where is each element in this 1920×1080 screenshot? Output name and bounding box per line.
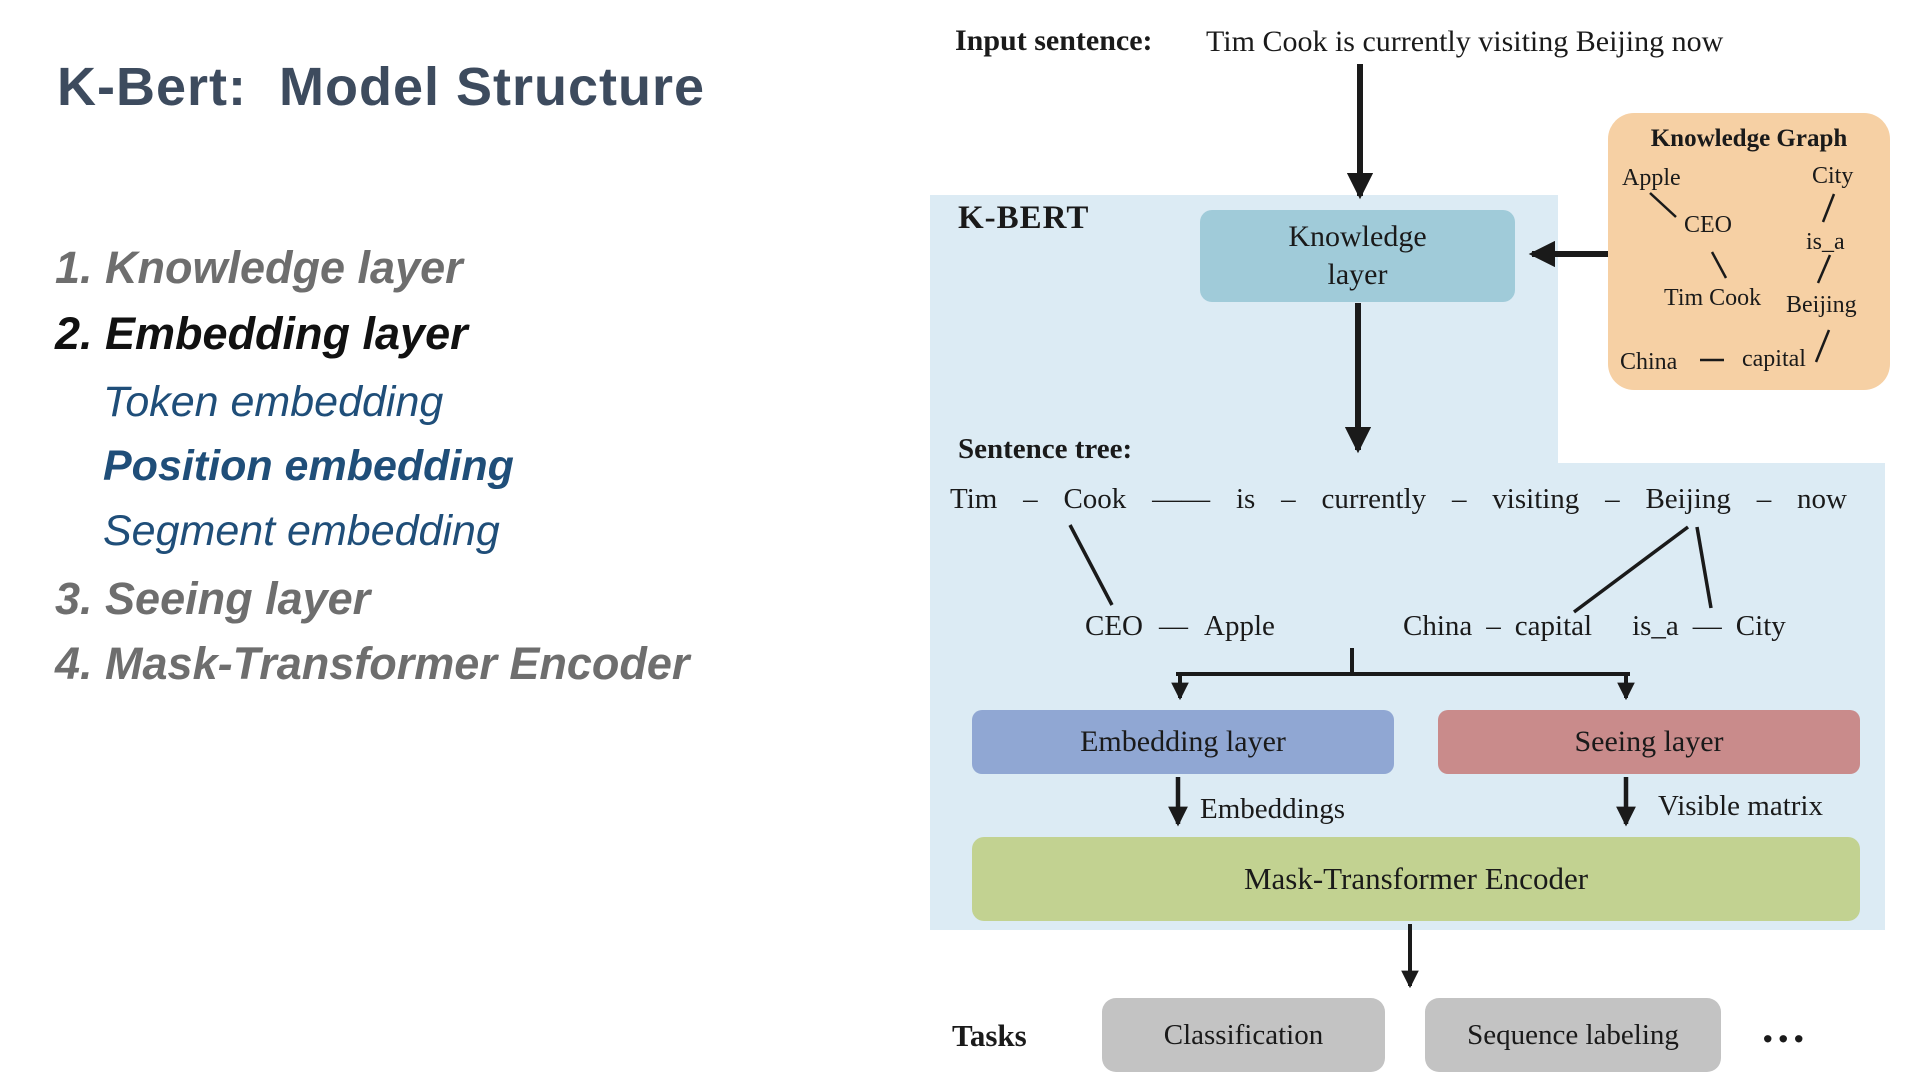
outline-item-segment-embedding: Segment embedding (103, 507, 500, 555)
kg-node-china: China (1620, 349, 1678, 375)
tree-dash: – (1756, 483, 1772, 515)
tree-dash: – (1451, 483, 1467, 515)
embeddings-arrow-label: Embeddings (1200, 793, 1345, 825)
token-tim: Tim (950, 483, 998, 515)
sentence-tree-label: Sentence tree: (958, 433, 1133, 465)
token-is: is (1235, 483, 1256, 515)
branch-node-capital: capital (1514, 610, 1593, 642)
outline-item-token-embedding: Token embedding (103, 378, 444, 426)
kg-node-is-a: is_a (1806, 229, 1845, 255)
visible-matrix-arrow-label: Visible matrix (1658, 790, 1823, 822)
knowledge-layer-line2: layer (1327, 258, 1388, 291)
kg-node-city: City (1812, 163, 1854, 189)
kg-node-ceo: CEO (1684, 212, 1732, 238)
knowledge-layer-box: Knowledge layer (1200, 210, 1515, 302)
outline-item-seeing-layer: 3. Seeing layer (55, 573, 371, 624)
seeing-layer-text: Seeing layer (1574, 725, 1724, 758)
outline-item-knowledge-layer: 1. Knowledge layer (55, 242, 463, 293)
input-sentence-label: Input sentence: (955, 24, 1153, 57)
tree-dash: – (1281, 483, 1296, 515)
tree-dash: —— (1152, 483, 1211, 515)
task-classification-text: Classification (1163, 1018, 1324, 1051)
branch-node-china: China (1403, 610, 1473, 642)
knowledge-layer-line1: Knowledge (1288, 220, 1427, 253)
branch-node-is-a: is_a (1632, 610, 1679, 642)
tree-dash: – (1023, 483, 1038, 515)
tree-dash: — (1159, 610, 1188, 642)
tasks-ellipsis: ... (1762, 1001, 1809, 1052)
branch-ceo-apple: CEO — Apple (1085, 610, 1275, 643)
token-now: now (1797, 483, 1847, 515)
outline-item-mask-transformer: 4. Mask-Transformer Encoder (55, 638, 690, 689)
mask-transformer-encoder-box: Mask-Transformer Encoder (972, 837, 1860, 921)
kbert-label: K-BERT (958, 200, 1090, 236)
tasks-label: Tasks (952, 1018, 1027, 1053)
mask-transformer-encoder-text: Mask-Transformer Encoder (1243, 861, 1589, 896)
branch-node-ceo: CEO (1085, 610, 1143, 642)
knowledge-graph-box: Knowledge Graph Apple City CEO is_a Tim … (1608, 113, 1890, 390)
tree-dash: – (1605, 483, 1620, 515)
outline-item-position-embedding: Position embedding (103, 442, 514, 490)
kg-node-capital: capital (1742, 346, 1806, 372)
task-sequence-labeling-text: Sequence labeling (1467, 1018, 1679, 1051)
sentence-tree-row: Tim – Cook —— is – currently – visiting … (950, 483, 1847, 516)
token-currently: currently (1321, 483, 1427, 515)
token-visiting: visiting (1492, 483, 1580, 515)
outline-item-embedding-layer: 2. Embedding layer (55, 308, 468, 359)
branch-node-city: City (1735, 610, 1786, 642)
tree-dash: — (1692, 610, 1722, 642)
tree-dash: – (1486, 610, 1501, 642)
page-title: K-Bert: Model Structure (57, 57, 706, 117)
knowledge-graph-title: Knowledge Graph (1650, 125, 1848, 152)
input-sentence-text: Tim Cook is currently visiting Beijing n… (1206, 25, 1724, 58)
task-box-classification: Classification (1102, 998, 1385, 1072)
branch-china-capital-city: China – capital is_a — City (1403, 610, 1786, 643)
kg-node-apple: Apple (1622, 165, 1681, 191)
task-box-sequence-labeling: Sequence labeling (1425, 998, 1721, 1072)
kg-node-beijing: Beijing (1786, 292, 1857, 318)
token-beijing: Beijing (1645, 483, 1731, 515)
embedding-layer-text: Embedding layer (1080, 725, 1286, 758)
branch-node-apple: Apple (1204, 610, 1275, 642)
embedding-layer-box: Embedding layer (972, 710, 1394, 774)
seeing-layer-box: Seeing layer (1438, 710, 1860, 774)
token-cook: Cook (1063, 483, 1127, 515)
kg-node-tim-cook: Tim Cook (1664, 285, 1762, 311)
